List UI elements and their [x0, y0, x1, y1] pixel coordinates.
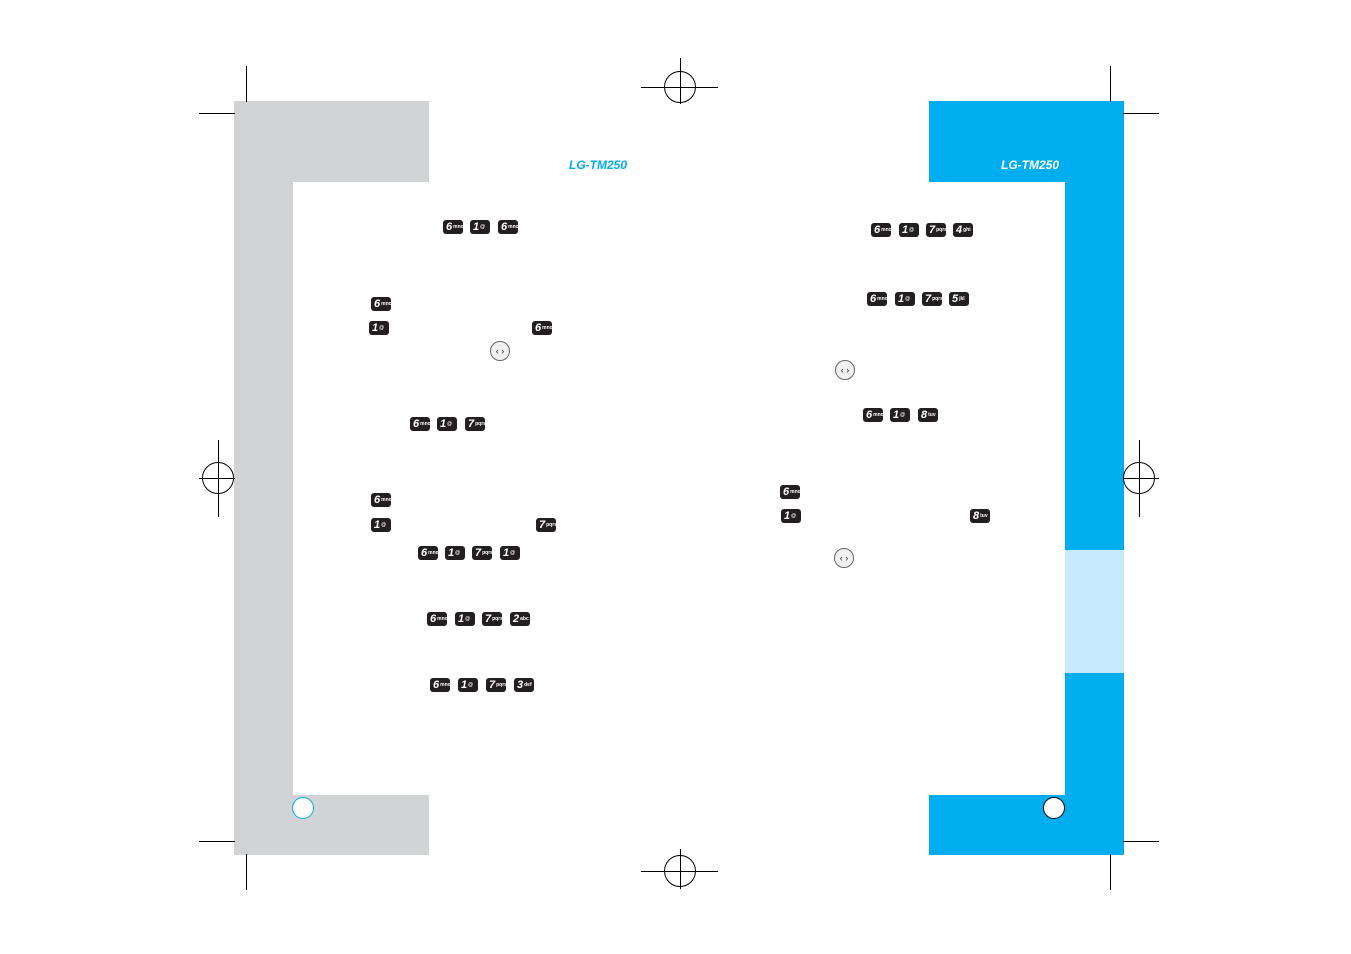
- registration-mark-h: [641, 87, 718, 88]
- key-5-icon: 5jkl: [949, 292, 969, 306]
- key-1-icon: 1@: [458, 678, 478, 692]
- key-1-icon: 1@: [781, 509, 801, 523]
- right-page-number-circle: [1043, 797, 1065, 819]
- crop-mark: [1123, 841, 1159, 842]
- navigation-key-icon: ‹ ›: [835, 360, 855, 380]
- key-7-icon: 7pqrs: [922, 292, 942, 306]
- key-6-icon: 6mno: [418, 546, 438, 560]
- key-1-icon: 1@: [895, 292, 915, 306]
- crop-mark: [1123, 113, 1159, 114]
- key-1-icon: 1@: [371, 518, 391, 532]
- key-3-icon: 3def: [514, 678, 534, 692]
- registration-mark-h: [641, 871, 718, 872]
- crop-mark: [199, 113, 235, 114]
- registration-mark-h: [199, 478, 235, 479]
- key-7-icon: 7pqrs: [465, 417, 485, 431]
- key-6-icon: 6mno: [410, 417, 430, 431]
- registration-mark-h: [1123, 478, 1159, 479]
- left-model-title: LG-TM250: [569, 158, 628, 172]
- registration-mark-v: [680, 58, 681, 104]
- key-8-icon: 8tuv: [918, 408, 938, 422]
- navigation-key-icon: ‹ ›: [834, 548, 854, 568]
- key-1-icon: 1@: [500, 546, 520, 560]
- key-6-icon: 6mno: [863, 408, 883, 422]
- key-1-icon: 1@: [369, 321, 389, 335]
- key-1-icon: 1@: [890, 408, 910, 422]
- key-6-icon: 6mno: [371, 493, 391, 507]
- key-7-icon: 7pqrs: [536, 518, 556, 532]
- key-6-icon: 6mno: [780, 485, 800, 499]
- key-6-icon: 6mno: [532, 321, 552, 335]
- registration-mark-v: [218, 440, 219, 517]
- crop-mark: [1110, 66, 1111, 102]
- crop-mark: [1110, 854, 1111, 890]
- key-4-icon: 4ghi: [953, 223, 973, 237]
- left-page-number-circle: [292, 797, 314, 819]
- key-6-icon: 6mno: [498, 220, 518, 234]
- key-6-icon: 6mno: [871, 223, 891, 237]
- key-7-icon: 7pqrs: [926, 223, 946, 237]
- crop-mark: [199, 841, 235, 842]
- navigation-key-icon: ‹ ›: [490, 341, 510, 361]
- key-6-icon: 6mno: [430, 678, 450, 692]
- key-7-icon: 7pqrs: [472, 546, 492, 560]
- key-1-icon: 1@: [437, 417, 457, 431]
- key-7-icon: 7pqrs: [486, 678, 506, 692]
- crop-mark: [246, 854, 247, 890]
- registration-mark-v: [1139, 440, 1140, 517]
- key-6-icon: 6mno: [371, 297, 391, 311]
- right-page-pale-tab: [1065, 550, 1124, 673]
- key-8-icon: 8tuv: [970, 509, 990, 523]
- key-6-icon: 6mno: [867, 292, 887, 306]
- left-page-content-area: [293, 182, 693, 795]
- key-6-icon: 6mno: [427, 612, 447, 626]
- key-1-icon: 1@: [470, 220, 490, 234]
- key-1-icon: 1@: [899, 223, 919, 237]
- right-page-content-area: [660, 182, 1065, 795]
- key-6-icon: 6mno: [443, 220, 463, 234]
- right-model-title: LG-TM250: [1001, 158, 1060, 172]
- key-7-icon: 7pqrs: [482, 612, 502, 626]
- registration-mark-v: [680, 849, 681, 889]
- key-2-icon: 2abc: [510, 612, 530, 626]
- crop-mark: [246, 66, 247, 102]
- key-1-icon: 1@: [445, 546, 465, 560]
- key-1-icon: 1@: [455, 612, 475, 626]
